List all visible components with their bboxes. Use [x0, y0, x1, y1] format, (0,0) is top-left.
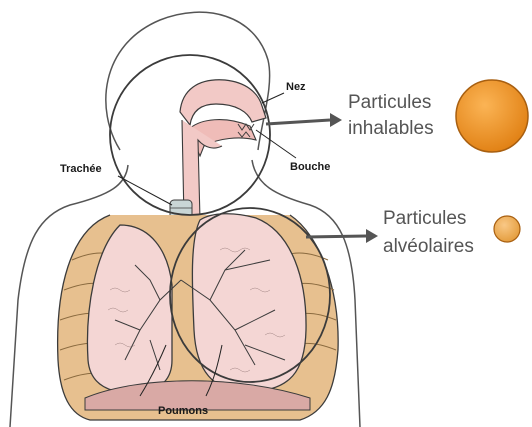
inhalable-label-line1: Particules: [348, 92, 431, 113]
alveolar-label-line2: alvéolaires: [383, 236, 474, 257]
label-lungs: Poumons: [158, 405, 208, 417]
arrow-inhalable: [266, 113, 342, 127]
label-mouth: Bouche: [290, 161, 330, 173]
alveolar-particle-icon: [494, 216, 520, 242]
label-trachea: Trachée: [60, 163, 102, 175]
arrow-alveolar: [306, 229, 378, 243]
inhalable-label-line2: inhalables: [348, 118, 434, 139]
alveolar-label-line1: Particules: [383, 208, 466, 229]
inhalable-particle-icon: [456, 80, 528, 152]
label-nose: Nez: [286, 81, 306, 93]
